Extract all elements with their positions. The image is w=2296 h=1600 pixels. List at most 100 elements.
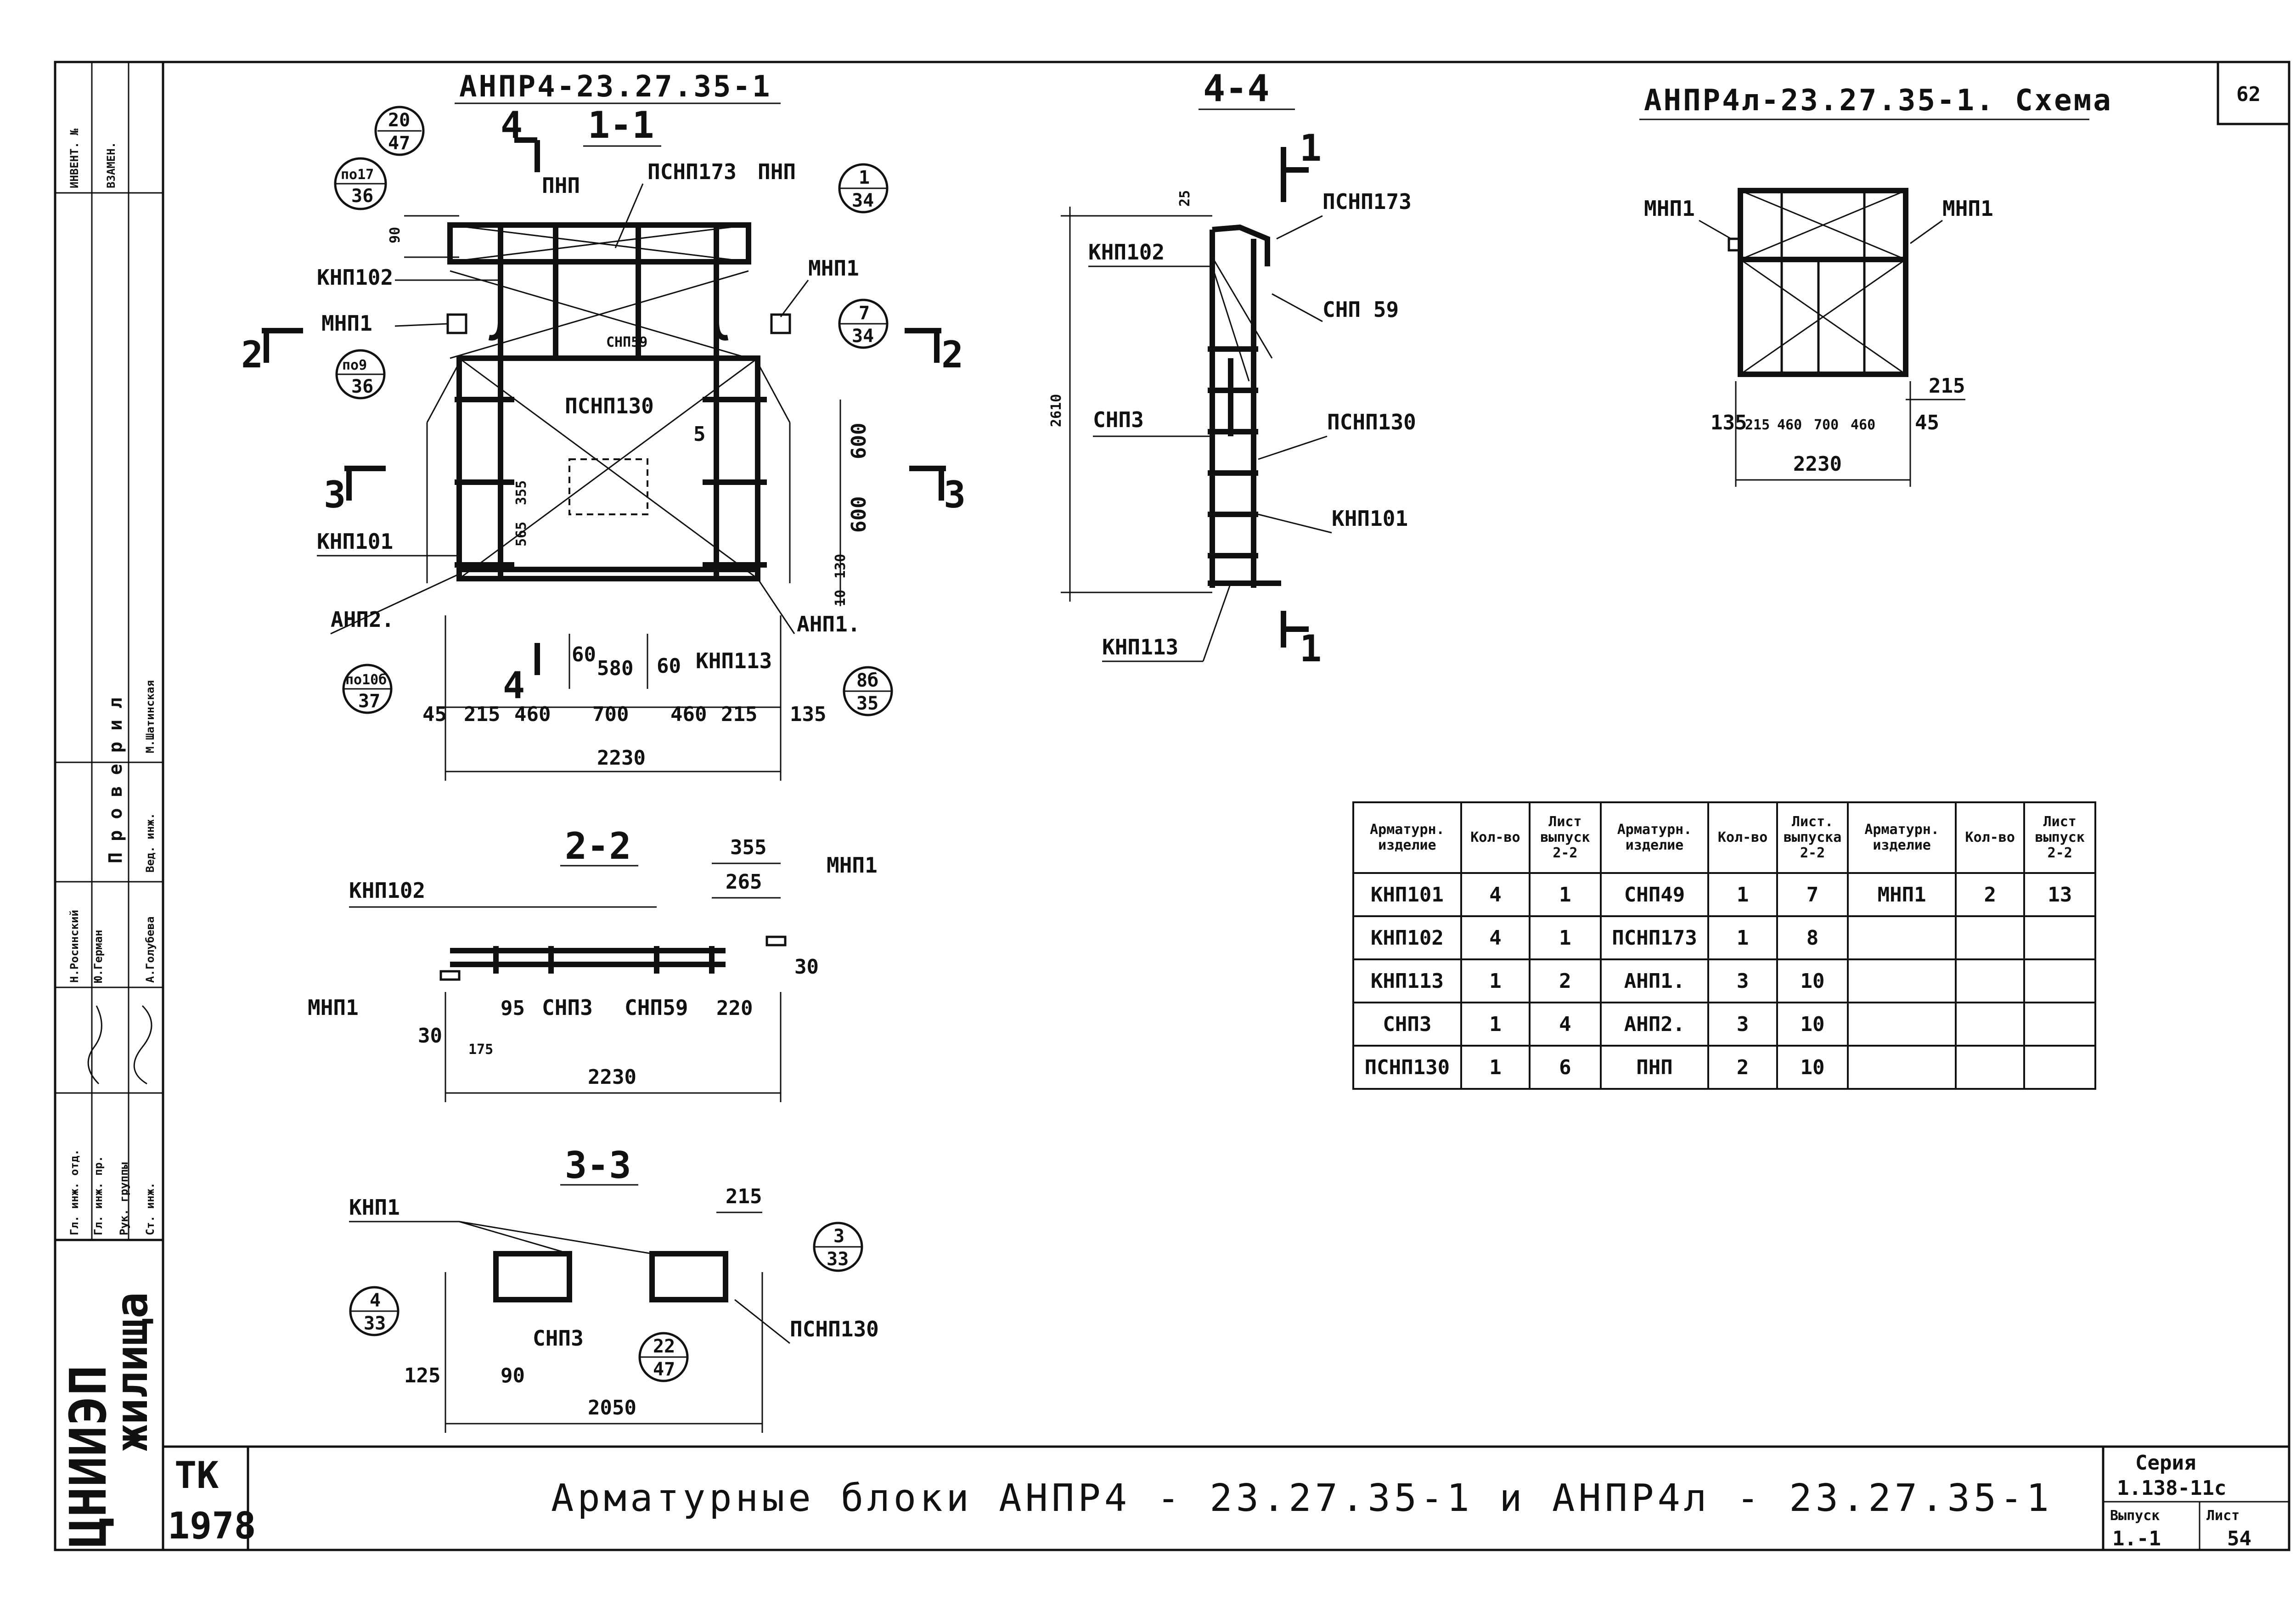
spec-cell: 4: [1460, 915, 1531, 960]
s22-d220: 220: [716, 997, 753, 1020]
spec-header-row: Арматурн. изделие Кол-во Лист выпуск 2-2…: [1352, 801, 2096, 874]
main-title: АНПР4-23.27.35-1: [459, 70, 772, 104]
spec-table: Арматурн. изделие Кол-во Лист выпуск 2-2…: [1352, 801, 2096, 1090]
name-1: Н.Росинский: [68, 910, 81, 983]
s33-d125: 125: [404, 1364, 440, 1387]
s22-knp102: КНП102: [349, 878, 425, 903]
spec-cell: 3: [1707, 1002, 1778, 1047]
dim-565: 565: [513, 522, 529, 546]
dim-bottom-7: 135: [790, 703, 826, 726]
svg-text:22: 22: [653, 1336, 675, 1357]
label-knp101: КНП101: [317, 529, 393, 554]
dim-2230: 2230: [597, 746, 646, 770]
svg-text:8б: 8б: [856, 670, 878, 691]
s22-d265: 265: [726, 870, 762, 894]
spec-header: Лист. выпуска 2-2: [1776, 801, 1849, 874]
dim-bottom-1: 45: [422, 703, 447, 726]
svg-text:7: 7: [859, 303, 870, 324]
org-logo: ЦНИИЭП: [59, 1365, 118, 1548]
spec-cell: [1954, 1045, 2026, 1090]
spec-cell: [2023, 958, 2096, 1003]
s33-knp1: КНП1: [349, 1195, 400, 1220]
s22-d95: 95: [501, 997, 525, 1020]
scheme-mnp1-right: МНП1: [1942, 196, 1993, 221]
issue-label: Выпуск: [2110, 1508, 2160, 1524]
signature-2: [133, 1005, 152, 1085]
spec-header: Арматурн. изделие: [1352, 801, 1462, 874]
scheme-dim-6: 45: [1915, 411, 1939, 434]
cut-4-bottom: 4: [503, 664, 525, 707]
svg-text:по17: по17: [341, 167, 374, 183]
spec-cell: АНП1.: [1599, 958, 1710, 1003]
scheme-dim-1: 135: [1711, 411, 1747, 434]
series-label: Серия: [2135, 1451, 2196, 1475]
spec-cell: СНП3: [1352, 1002, 1462, 1047]
dim-130: 130: [833, 554, 849, 579]
spec-cell: 4: [1529, 1002, 1602, 1047]
spec-row: КНП101 4 1 СНП49 1 7 МНП1 2 13: [1352, 872, 2096, 917]
dim-5: 5: [693, 423, 706, 446]
dim-bottom-5: 460: [670, 703, 707, 726]
section-3-3-title: 3-3: [565, 1144, 631, 1187]
name-3: А.Голубева: [144, 917, 157, 983]
scheme-dim-2230: 2230: [1793, 452, 1842, 476]
replace-label: ВЗАМЕН.: [105, 142, 118, 188]
spec-cell: АНП2.: [1599, 1002, 1710, 1047]
spec-cell: [2023, 1002, 2096, 1047]
dim-bottom-2: 215: [464, 703, 500, 726]
series-value: 1.138-11с: [2117, 1476, 2226, 1500]
spec-cell: [1954, 1002, 2026, 1047]
callout-7-34: 7 34: [838, 299, 889, 349]
cut-2-right: 2: [941, 333, 963, 376]
dim-60b: 60: [657, 654, 681, 678]
sheet-label: Лист: [2206, 1508, 2240, 1524]
label-snp59: СНП59: [606, 334, 647, 350]
s44-knp113: КНП113: [1102, 635, 1178, 659]
signature-1: [87, 1005, 102, 1085]
s22-d175: 175: [468, 1042, 493, 1058]
svg-text:37: 37: [358, 691, 380, 712]
callout-po9-36: по9 36: [335, 349, 386, 400]
s22-mnp1-right: МНП1: [827, 853, 878, 878]
svg-text:35: 35: [856, 693, 878, 714]
spec-header: Арматурн. изделие: [1599, 801, 1710, 874]
svg-text:по9: по9: [342, 357, 367, 373]
section-1-1-title: 1-1: [588, 104, 654, 146]
cut-3-left: 3: [324, 473, 346, 516]
dim-10: 10: [833, 590, 849, 606]
role-4: Ст. инж.: [144, 1182, 157, 1235]
spec-cell: 10: [1776, 958, 1849, 1003]
spec-header: Лист выпуск 2-2: [1529, 801, 1602, 874]
spec-cell: 1: [1460, 1045, 1531, 1090]
spec-cell: ПСНП130: [1352, 1045, 1462, 1090]
checker-name: М.Шатинская: [144, 680, 157, 753]
dim-60a: 60: [572, 643, 596, 666]
scheme-mnp1-left: МНП1: [1644, 196, 1695, 221]
callout-4-33: 4 33: [349, 1286, 400, 1336]
spec-header: Кол-во: [1954, 801, 2026, 874]
scheme-dim-2: 215: [1745, 417, 1770, 433]
spec-cell: 1: [1707, 872, 1778, 917]
spec-cell: КНП113: [1352, 958, 1462, 1003]
spec-cell: 1: [1529, 872, 1602, 917]
section-4-4: 4-4 1 1 ПСНП173 КНП102 СНП 59 СНП3 ПСНП1…: [1048, 67, 1416, 670]
scheme-dim-5: 460: [1851, 417, 1875, 433]
svg-text:по10б: по10б: [345, 672, 387, 688]
side-title-block: ИНВЕНТ. № ВЗАМЕН. П р о в е р и л М.Шати…: [54, 61, 164, 1551]
label-knp102: КНП102: [317, 265, 393, 290]
spec-cell: 13: [2023, 872, 2096, 917]
s22-d355: 355: [730, 836, 766, 859]
spec-cell: 7: [1776, 872, 1849, 917]
svg-text:36: 36: [351, 376, 373, 397]
label-pnp-left: ПНП: [542, 173, 580, 198]
dim-bottom-3: 460: [514, 703, 551, 726]
spec-cell: [1954, 958, 2026, 1003]
s44-knp101: КНП101: [1332, 506, 1408, 531]
dim-580: 580: [597, 657, 633, 680]
label-knp113: КНП113: [696, 648, 772, 673]
org-name: жилища: [106, 1292, 158, 1451]
spec-header: Арматурн. изделие: [1847, 801, 1957, 874]
s22-mnp1-left: МНП1: [308, 995, 359, 1020]
svg-text:34: 34: [852, 326, 874, 347]
